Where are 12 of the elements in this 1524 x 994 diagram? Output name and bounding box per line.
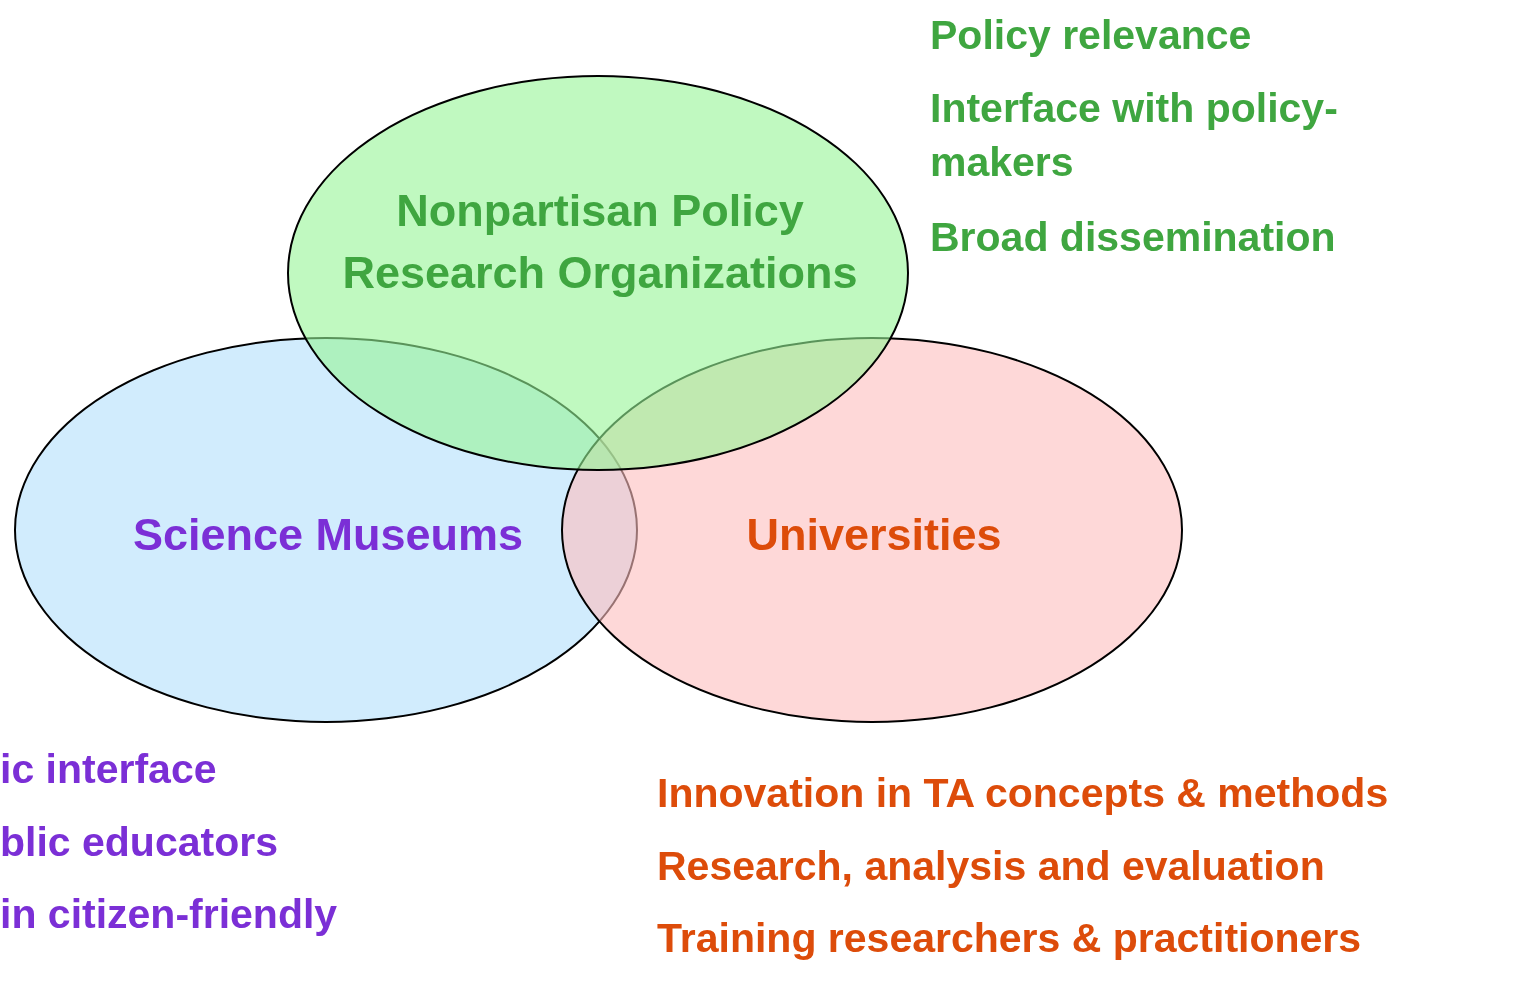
feature-text: ic interface [0,745,218,794]
group-title: Universities [745,508,1003,562]
feature-text: in citizen-friendly [0,890,339,939]
group-title: Nonpartisan Policy Research Organizations [341,184,859,300]
feature-text: Innovation in TA concepts & methods [657,769,1390,818]
feature-text: Interface with policy-makers [930,84,1339,187]
feature-text: Training researchers & practitioners [657,914,1363,963]
feature-text: Broad dissemination [930,213,1337,262]
feature-text: Policy relevance [930,11,1253,60]
group-title: Science Museums [131,508,525,562]
feature-text: blic educators [0,818,279,867]
feature-text: Research, analysis and evaluation [657,842,1326,891]
